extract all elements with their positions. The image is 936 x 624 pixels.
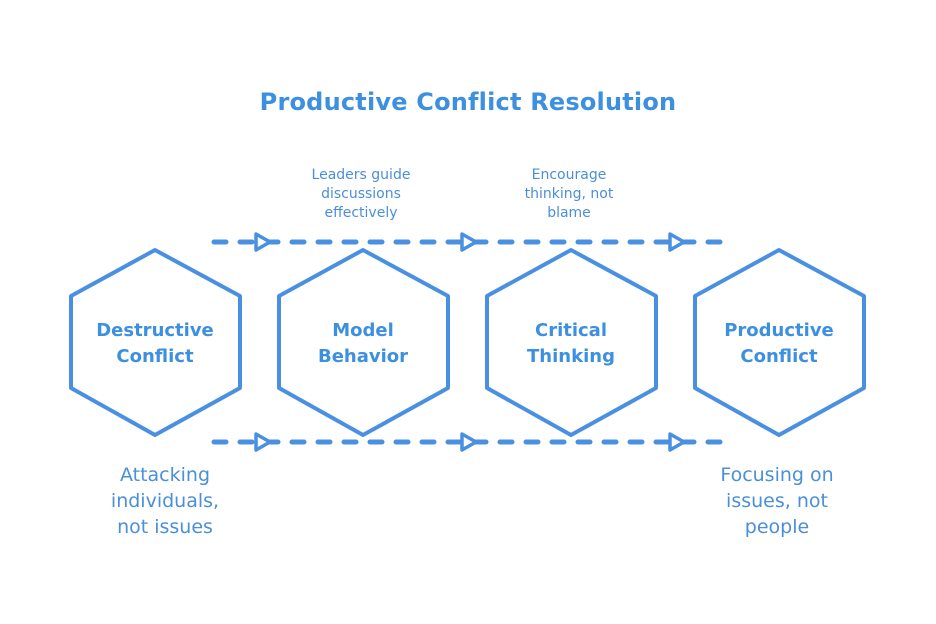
arrow-right-icon: [668, 232, 686, 252]
hexagon-critical-thinking: [485, 248, 658, 437]
step-label-line: Destructive: [96, 320, 214, 341]
step-label-line: Productive: [724, 320, 834, 341]
arrow-right-icon: [254, 432, 272, 452]
caption-line: individuals,: [110, 490, 220, 512]
note-line: blame: [547, 205, 591, 221]
step-label-line: Thinking: [527, 346, 615, 367]
step-label-line: Conflict: [116, 346, 194, 367]
caption-destructive-conflict: Attacking individuals, not issues: [65, 462, 265, 540]
diagram-title: Productive Conflict Resolution: [259, 88, 677, 116]
caption-line: people: [744, 516, 810, 538]
note-line: Leaders guide: [311, 167, 411, 183]
note-model-behavior: Leaders guide discussions effectively: [281, 166, 441, 223]
step-destructive-conflict: Destructive Conflict: [70, 318, 240, 370]
step-critical-thinking: Critical Thinking: [486, 318, 656, 370]
note-line: Encourage: [531, 167, 607, 183]
note-line: discussions: [321, 186, 401, 202]
arrow-right-icon: [460, 432, 478, 452]
step-label-line: Critical: [534, 320, 608, 341]
step-productive-conflict: Productive Conflict: [694, 318, 864, 370]
arrow-right-icon: [668, 432, 686, 452]
note-line: thinking, not: [524, 186, 614, 202]
hexagon-model-behavior: [277, 248, 450, 437]
caption-line: Attacking: [119, 464, 211, 486]
step-label-line: Behavior: [317, 346, 409, 367]
step-label-line: Model: [332, 320, 394, 341]
caption-line: issues, not: [726, 490, 828, 512]
note-line: effectively: [324, 205, 398, 221]
arrow-right-icon: [254, 232, 272, 252]
caption-line: not issues: [117, 516, 213, 538]
note-critical-thinking: Encourage thinking, not blame: [489, 166, 649, 223]
caption-line: Focusing on: [720, 464, 834, 486]
caption-productive-conflict: Focusing on issues, not people: [677, 462, 877, 540]
hexagon-productive-conflict: [693, 248, 866, 437]
step-label-line: Conflict: [740, 346, 818, 367]
step-model-behavior: Model Behavior: [278, 318, 448, 370]
arrow-right-icon: [460, 232, 478, 252]
hexagon-destructive-conflict: [69, 248, 242, 437]
